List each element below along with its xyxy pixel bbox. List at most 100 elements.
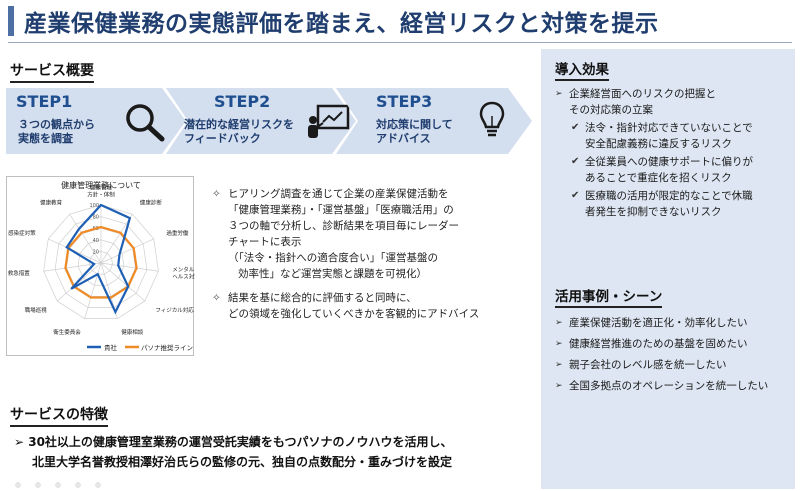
desc-2-line: どの領域を強化していくべきかを客観的にアドバイス (228, 308, 480, 320)
step-2: STEP2 潜在的な経営リスクを フィードバック (166, 88, 356, 154)
description-bullet-1: ✧ ヒアリング調査を通じて企業の産業保健活動を 「健康管理業務」・「運営基盤」「… (212, 186, 532, 282)
step-3-desc-line-2: アドバイス (376, 132, 431, 145)
radar-tick-label: 20 (93, 249, 99, 255)
arrow-bullet-icon: ➢ (555, 339, 563, 349)
use-case-text: 産業保健活動を適正化・効率化したい (569, 317, 748, 329)
radar-spoke (100, 214, 133, 264)
use-case-text: 全国多拠点のオペレーションを統一したい (569, 380, 769, 392)
check-icon: ✔ (571, 156, 580, 167)
magnifier-icon (126, 104, 165, 142)
features-line-2: 北里大学名誉教授相澤好治氏らの監修の元、独自の点数配分・重みづけを設定 (32, 455, 453, 469)
use-case-text: 親子会社のレベル感を統一したい (569, 359, 727, 371)
arrow-bullet-icon: ➢ (555, 360, 563, 370)
title-accent-bar (8, 6, 14, 36)
effects-sub-1-line: 安全配慮義務に違反するリスク (585, 138, 732, 150)
use-case-item: ➢ 全国多拠点のオペレーションを統一したい (555, 376, 768, 397)
effects-sub-3: ✔ 医療職の活用が限定的なことで休職者発生を抑制できないリスク (555, 188, 753, 220)
step-1-desc: ３つの観点から 実態を調査 (18, 118, 95, 146)
description-bullet-2: ✧ 結果を基に総合的に評価すると同時に、 どの領域を強化していくべきかを客観的に… (212, 290, 532, 322)
radar-title: 健康管理業務について (61, 180, 141, 190)
desc-2-line: 結果を基に総合的に評価すると同時に、 (228, 292, 417, 304)
desc-1-line: チャートに表示 (228, 236, 302, 248)
features-text: ➢ 30社以上の健康管理室業務の運営受託実績をもつパソナのノウハウを活用し、 北… (14, 432, 452, 472)
radar-series-recommended (64, 225, 138, 299)
service-overview-heading: サービス概要 (10, 60, 94, 83)
arrow-bullet-icon: ➢ (555, 381, 563, 391)
desc-1-line: ヒアリング調査を通じて企業の産業保健活動を (228, 188, 449, 200)
page-title: 産業保健業務の実態評価を踏まえ、経営リスクと対策を提示 (24, 11, 659, 37)
use-cases-heading: 活用事例・シーン (555, 285, 663, 308)
step-2-desc: 潜在的な経営リスクを フィードバック (184, 118, 294, 146)
radar-spoke (84, 262, 102, 319)
desc-1-line: 効率性」など運営実態と課題を可視化） (238, 268, 427, 280)
radar-grid (43, 204, 159, 320)
check-icon: ✔ (571, 122, 580, 133)
radar-axis-label: 職場巡視 (25, 306, 48, 314)
slide-nav-dots (15, 482, 101, 488)
legend-company-label: 貴社 (104, 343, 118, 352)
radar-axis-label: フィジカル対応 (155, 306, 194, 314)
effects-list: ➢ 企業経営面へのリスクの把握とその対応策の立案 ✔ 法令・指針対応できていない… (555, 86, 753, 220)
right-panel: 導入効果 ➢ 企業経営面へのリスクの把握とその対応策の立案 ✔ 法令・指針対応で… (541, 49, 795, 489)
radar-spoke (69, 214, 102, 264)
step-3-desc: 対応策に関して アドバイス (376, 118, 453, 146)
step-2-arrow-shape (166, 88, 356, 154)
radar-axis-label: 健康相談 (121, 328, 144, 336)
check-icon: ✔ (571, 190, 580, 201)
radar-axis-label: 救急措置 (8, 269, 31, 277)
presenter-board-icon (308, 104, 350, 138)
radar-tick-label: 80 (93, 215, 99, 221)
use-case-text: 健康経営推進のための基盤を固めたい (569, 338, 748, 350)
step-1-title: STEP1 (16, 92, 73, 111)
radar-axis-label: 感染症対策 (8, 229, 36, 237)
desc-1-line: ３つの軸で分析し、診断結果を項目毎にレーダー (228, 220, 459, 232)
arrow-bullet-icon: ➢ (555, 318, 563, 328)
radar-axis-label: 衛生委員会 (53, 328, 81, 336)
radar-axis-label: 方針・体制 (87, 191, 115, 199)
desc-1-line: 「健康管理業務」・「運営基盤」「医療職活用」の (228, 204, 454, 216)
arrow-bullet-icon: ➢ (14, 435, 29, 449)
use-cases-list: ➢ 産業保健活動を適正化・効率化したい ➢ 健康経営推進のための基盤を固めたい ➢ 親… (555, 313, 768, 397)
radar-spoke (100, 262, 146, 302)
radar-spoke (100, 238, 154, 264)
radar-grid-ring (43, 204, 159, 320)
radar-axis-label: 過重労働 (166, 229, 189, 237)
step-2-desc-line-1: 潜在的な経営リスクを (184, 118, 294, 131)
step-1-desc-line-2: 実態を調査 (18, 132, 73, 145)
features-line-1: ➢ 30社以上の健康管理室業務の運営受託実績をもつパソナのノウハウを活用し、 (14, 432, 452, 452)
title-bar: 産業保健業務の実態評価を踏まえ、経営リスクと対策を提示 (0, 0, 800, 44)
lightbulb-icon (479, 101, 505, 137)
title-underline (8, 42, 792, 43)
radar-spoke (56, 262, 102, 302)
diamond-bullet-icon: ✧ (212, 188, 221, 200)
effects-sub-3-line: 者発生を抑制できないリスク (585, 206, 722, 218)
use-case-item: ➢ 親子会社のレベル感を統一したい (555, 355, 768, 376)
step-3-title: STEP3 (376, 92, 433, 111)
radar-axis-label: 健康診断 (140, 198, 163, 206)
features-heading: サービスの特徴 (10, 404, 108, 427)
step-2-title: STEP2 (214, 92, 271, 111)
radar-axis-label: ヘルス対策 (172, 273, 195, 281)
step-1: STEP1 ３つの観点から 実態を調査 (6, 88, 186, 154)
effects-sub-1: ✔ 法令・指針対応できていないことで安全配慮義務に違反するリスク (555, 120, 753, 152)
radar-axis-label: 健康管理 (90, 184, 113, 192)
radar-series-company (65, 203, 132, 315)
step-3: STEP3 対応策に関して アドバイス (336, 88, 532, 154)
radar-spoke (100, 262, 159, 272)
step-2-desc-line-2: フィードバック (184, 132, 261, 145)
use-case-item: ➢ 産業保健活動を適正化・効率化したい (555, 313, 768, 334)
radar-axis-label: メンタル (172, 266, 195, 274)
effects-sub-2-line: あることで重症化を招くリスク (585, 172, 732, 184)
radar-grid-ring (66, 227, 136, 297)
effects-main: ➢ 企業経営面へのリスクの把握とその対応策の立案 (555, 86, 753, 118)
desc-1-line: （「法令・指針への適合度合い」「運営基盤の (228, 252, 438, 264)
arrow-bullet-icon: ➢ (555, 89, 563, 99)
effects-sub-2: ✔ 全従業員への健康サポートに偏りがあることで重症化を招くリスク (555, 154, 753, 186)
radar-grid-ring (89, 251, 113, 275)
radar-grid-ring (54, 216, 148, 308)
radar-tick-label: 40 (93, 238, 99, 244)
effects-main-line-1: 企業経営面へのリスクの把握と (569, 88, 716, 100)
